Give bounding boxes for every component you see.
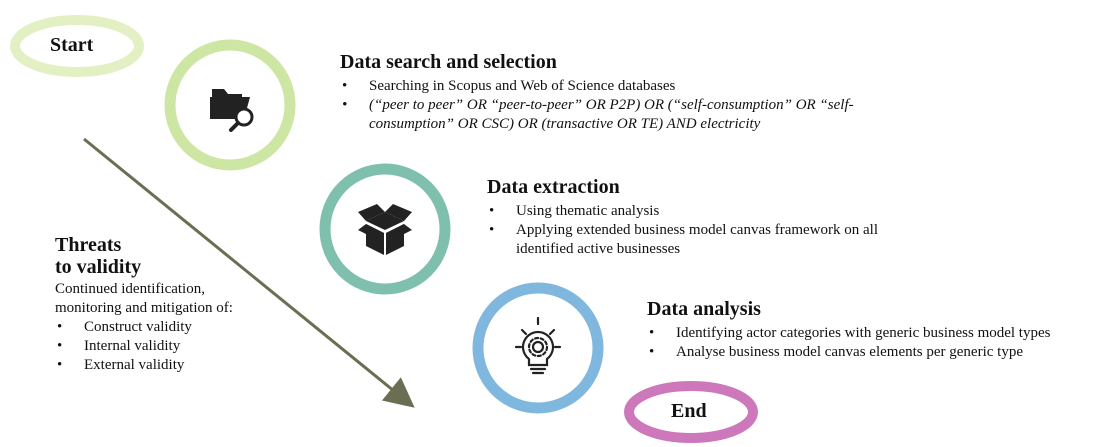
- step2-text: Data extraction Using thematic analysis …: [487, 176, 927, 259]
- threats-intro-line2: monitoring and mitigation of:: [55, 300, 233, 316]
- step2-bullet: Using thematic analysis: [487, 202, 927, 221]
- start-ellipse: [10, 15, 144, 77]
- box-icon: [358, 204, 412, 255]
- step3-text: Data analysis Identifying actor categori…: [647, 298, 1109, 362]
- threats-title-line2: to validity: [55, 256, 142, 278]
- threats-title-line1: Threats: [55, 234, 122, 256]
- folder-search-icon: [210, 89, 254, 132]
- threats-arrow: [83, 137, 415, 408]
- step2-title: Data extraction: [487, 176, 620, 198]
- threats-block: Threats to validity Continued identifica…: [55, 234, 315, 375]
- step1-bullets: Searching in Scopus and Web of Science d…: [340, 77, 960, 134]
- end-label: End: [671, 400, 707, 422]
- step3-ring: [472, 282, 604, 414]
- threats-intro-line1: Continued identification,: [55, 281, 205, 297]
- threats-bullets: Construct validity Internal validity Ext…: [55, 318, 315, 375]
- step3-bullet: Analyse business model canvas elements p…: [647, 343, 1109, 362]
- step3-bullet: Identifying actor categories with generi…: [647, 324, 1109, 343]
- step1-bullet: (“peer to peer” OR “peer-to-peer” OR P2P…: [340, 96, 914, 134]
- step1-bullet: Searching in Scopus and Web of Science d…: [340, 77, 960, 96]
- step1-text: Data search and selection Searching in S…: [340, 51, 960, 134]
- step3-bullets: Identifying actor categories with generi…: [647, 324, 1109, 362]
- step2-bullet: Applying extended business model canvas …: [487, 221, 894, 259]
- threats-bullet: Internal validity: [55, 337, 315, 356]
- step2-bullets: Using thematic analysis Applying extende…: [487, 202, 927, 259]
- step3-title: Data analysis: [647, 298, 761, 320]
- start-label: Start: [50, 34, 94, 56]
- threats-bullet: Construct validity: [55, 318, 315, 337]
- lightbulb-gear-icon: [514, 316, 562, 375]
- threats-bullet: External validity: [55, 356, 315, 375]
- step1-title: Data search and selection: [340, 51, 557, 73]
- end-ellipse: [624, 381, 758, 443]
